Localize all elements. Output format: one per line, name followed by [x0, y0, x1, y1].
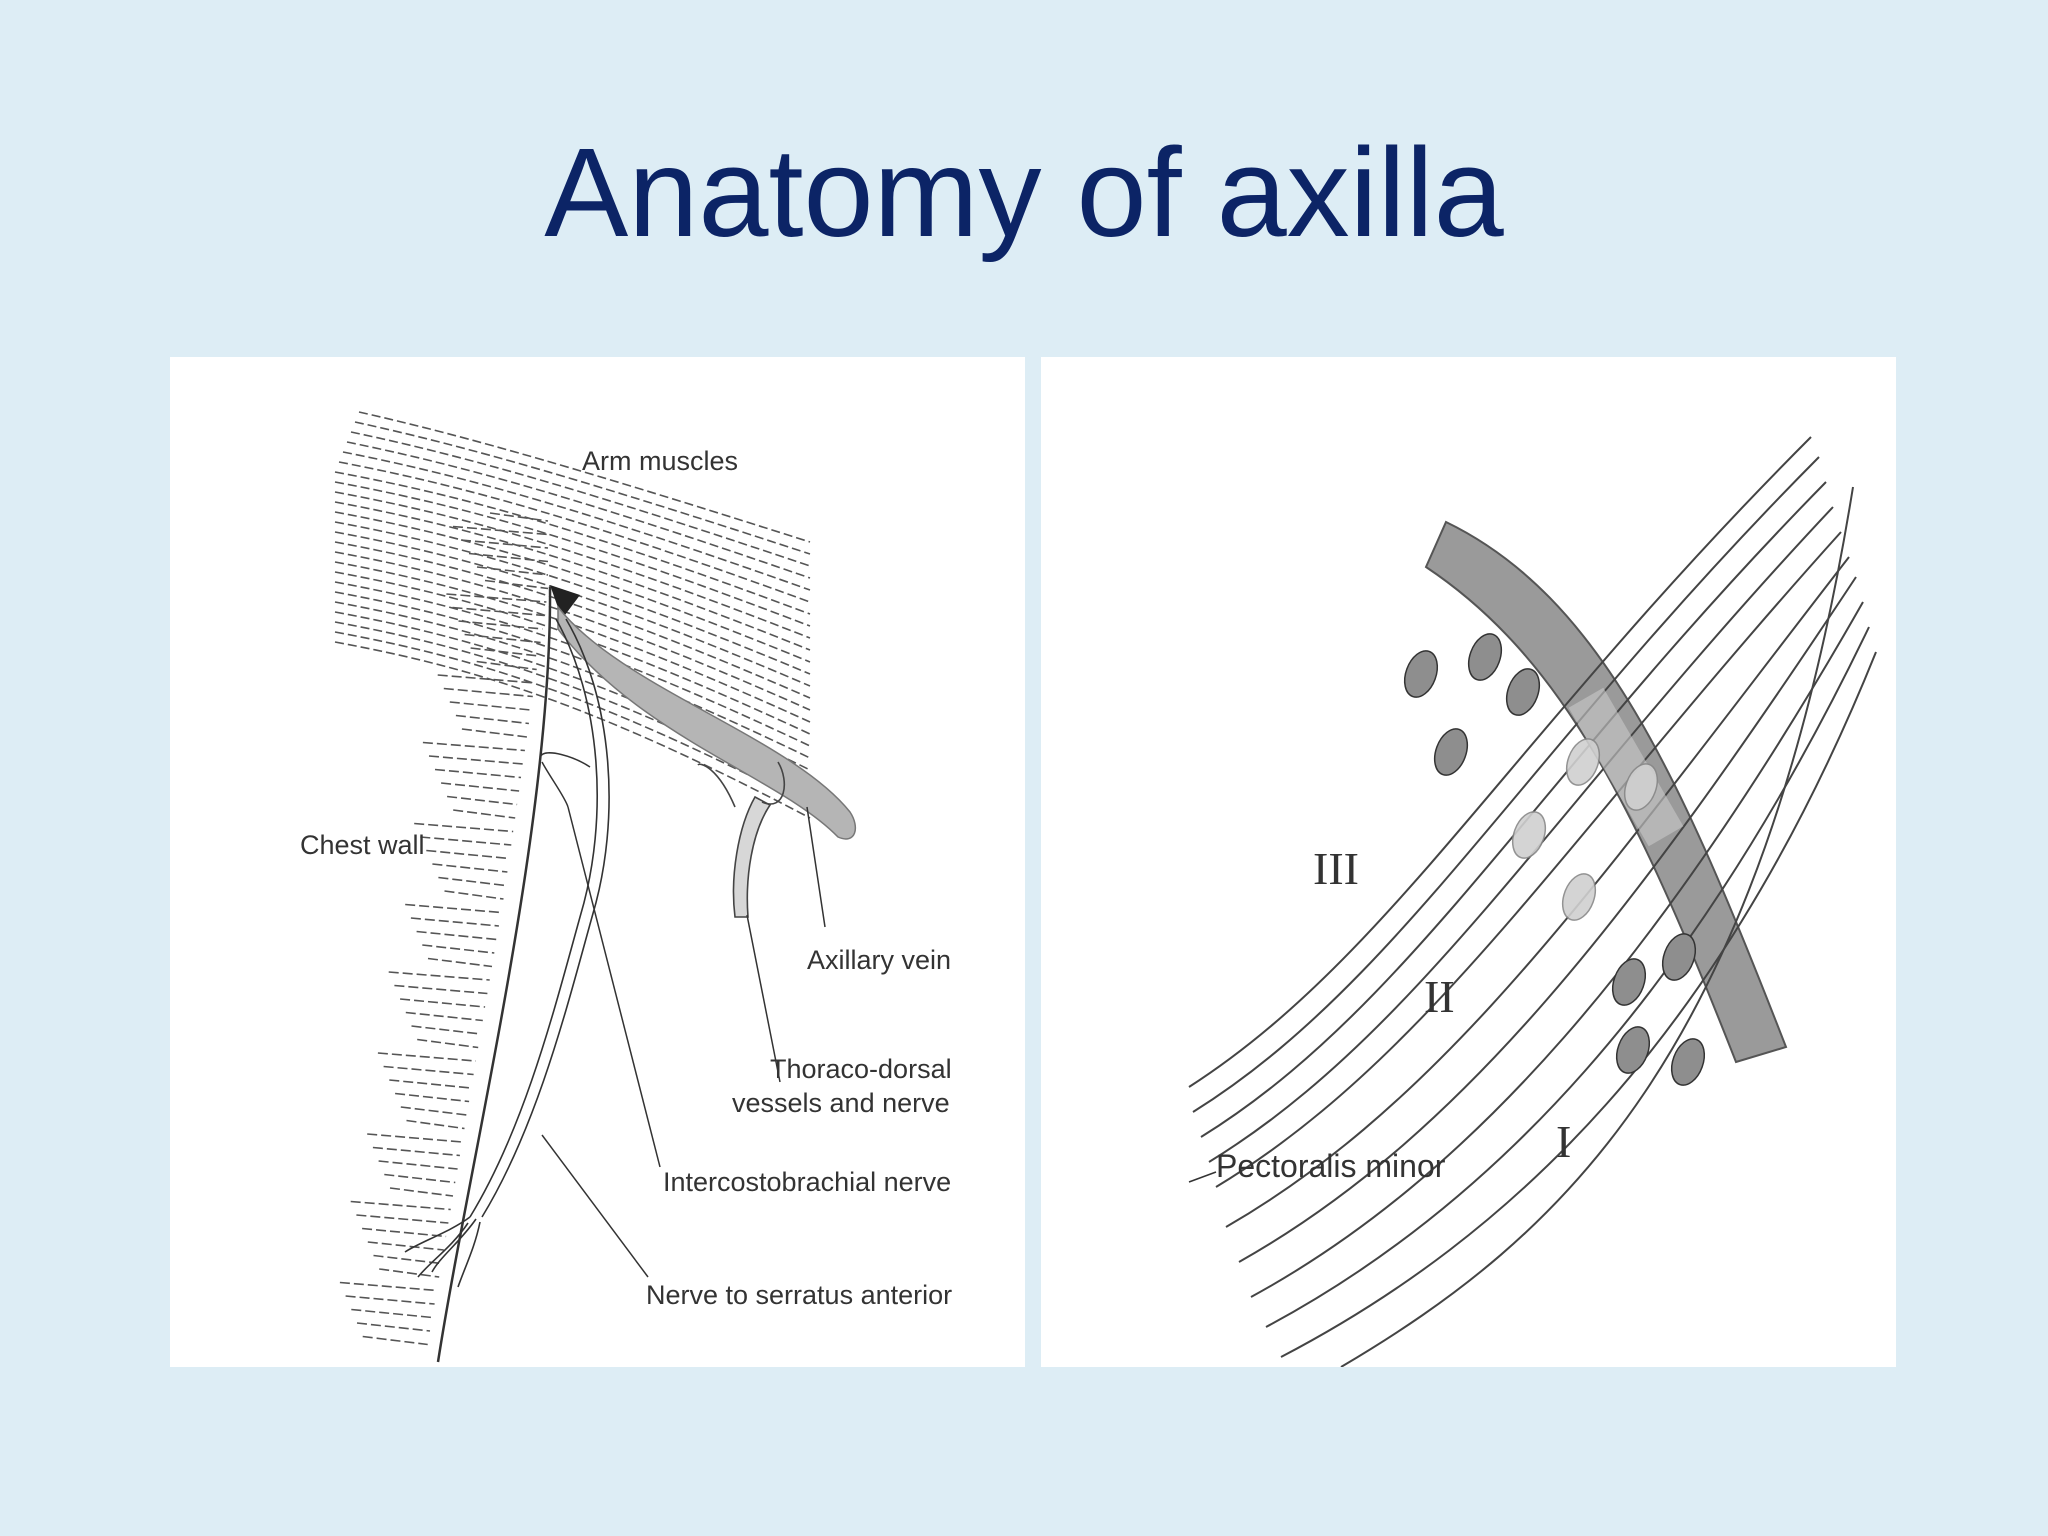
label-thoraco-dorsal-line1: Thoraco-dorsal — [770, 1054, 952, 1084]
axilla-nerves-illustration: Arm muscles Chest wall Axillary vein Tho… — [300, 411, 952, 1363]
slide-title: Anatomy of axilla — [544, 122, 1504, 263]
label-pectoralis-minor: Pectoralis minor — [1216, 1148, 1446, 1184]
chest-wall-hatching — [339, 512, 549, 1346]
label-arm-muscles: Arm muscles — [582, 446, 738, 476]
lymph-nodes-level-1 — [1611, 933, 1706, 1086]
axillary-vein-band — [1424, 520, 1788, 1064]
label-level-1: I — [1556, 1116, 1571, 1167]
leader-lines — [541, 806, 826, 1278]
label-axillary-vein: Axillary vein — [807, 945, 951, 975]
left-diagram-panel: Arm muscles Chest wall Axillary vein Tho… — [170, 357, 1025, 1367]
pectoralis-minor-fibers — [1188, 436, 1877, 1367]
label-nerve-to-serratus: Nerve to serratus anterior — [646, 1280, 952, 1310]
label-intercostobrachial-nerve: Intercostobrachial nerve — [663, 1167, 951, 1197]
label-thoraco-dorsal-line2: vessels and nerve — [732, 1088, 950, 1118]
nerve-to-serratus — [539, 752, 591, 808]
label-level-3: III — [1313, 843, 1359, 894]
thoraco-dorsal-vessels — [697, 761, 786, 918]
axillary-apex — [550, 585, 580, 619]
axillary-levels-illustration: III II I Pectoralis minor — [1188, 436, 1877, 1367]
right-diagram-panel: III II I Pectoralis minor — [1041, 357, 1896, 1367]
lymph-nodes-level-3 — [1403, 633, 1541, 776]
label-chest-wall: Chest wall — [300, 830, 425, 860]
label-level-2: II — [1424, 971, 1455, 1022]
pectoralis-leader-line — [1188, 1171, 1217, 1183]
vein-overlay — [1568, 687, 1684, 847]
lymph-nodes-level-2 — [1511, 738, 1659, 921]
intercostobrachial-nerve — [404, 618, 610, 1288]
chest-wall-edge — [436, 586, 552, 1363]
axillary-vein — [557, 604, 857, 840]
